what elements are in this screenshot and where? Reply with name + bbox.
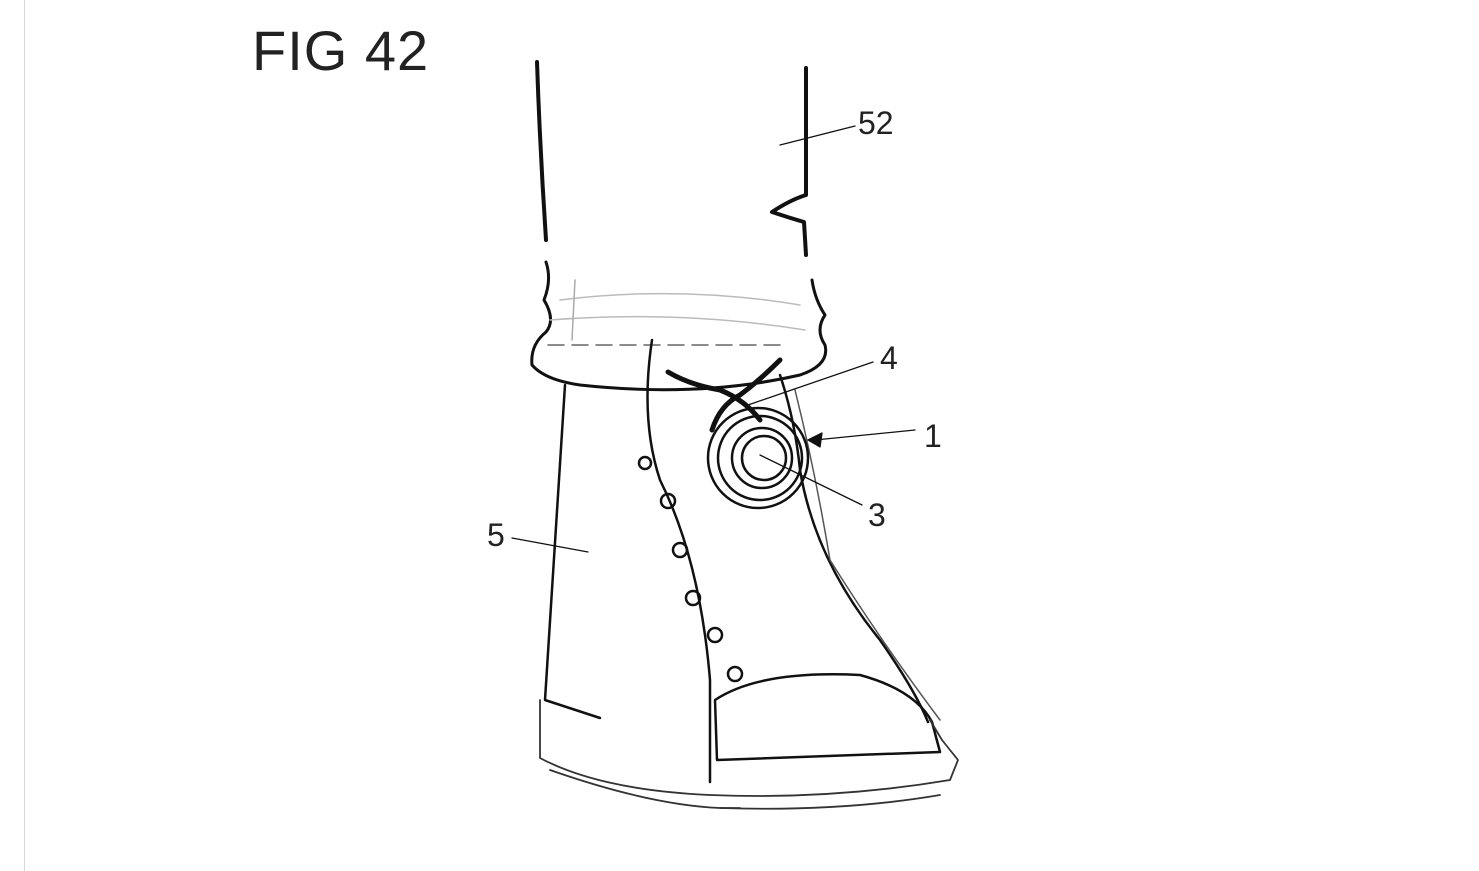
figure-title: FIG 42 (252, 19, 430, 82)
cuff (530, 260, 828, 392)
leg-outline (535, 60, 808, 257)
label-leg: 52 (858, 105, 894, 141)
label-lace: 4 (880, 340, 898, 376)
boot-upper (543, 338, 941, 784)
device (706, 406, 810, 510)
leader-lines (511, 125, 916, 553)
label-center: 3 (868, 497, 886, 533)
eyelets (637, 455, 744, 683)
lace (665, 357, 783, 433)
page-border-line (24, 0, 25, 871)
label-device: 1 (924, 418, 942, 454)
label-boot: 5 (487, 517, 505, 553)
sole (539, 699, 959, 810)
toe-cap (713, 673, 942, 762)
